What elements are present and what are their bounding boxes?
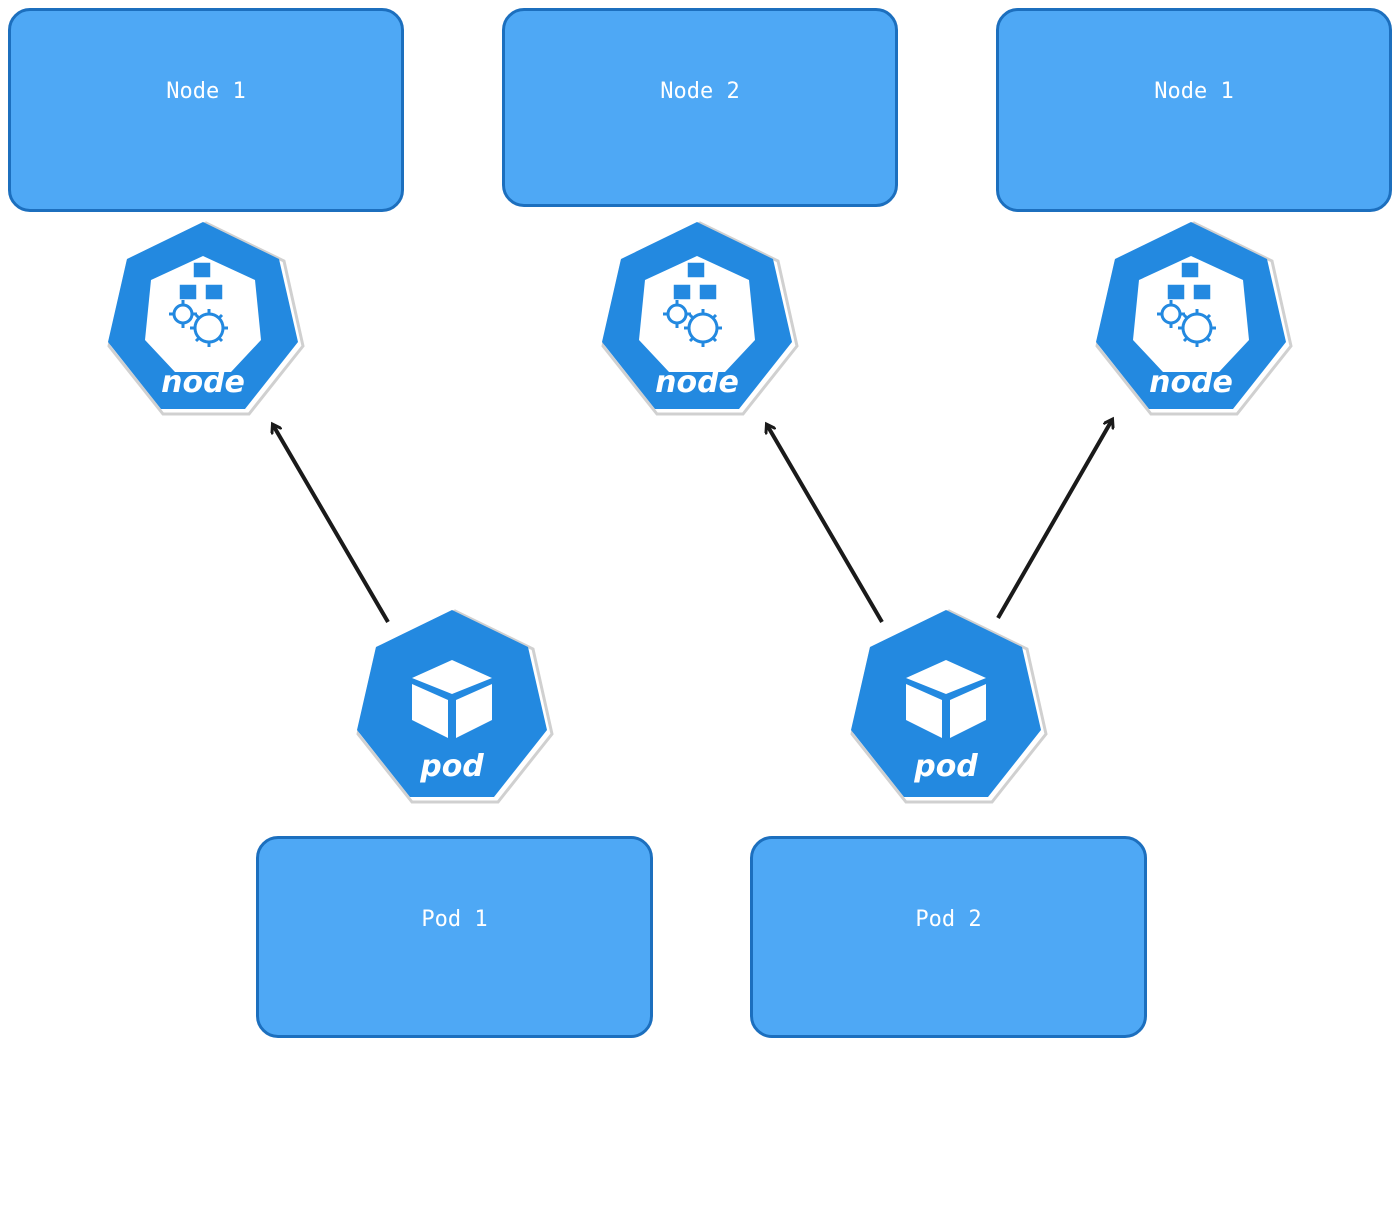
pod-icon: pod bbox=[849, 608, 1048, 804]
pod-icon-label: pod bbox=[419, 749, 484, 784]
node-label-heading: Label: bbox=[166, 493, 246, 519]
pod-line bbox=[753, 989, 1144, 1017]
node-taint-heading: Taint: bbox=[166, 244, 246, 270]
node-line bbox=[11, 161, 401, 189]
pod-2-info-box: Pod 2 Toleration: contaminado: anopheles bbox=[750, 836, 1147, 1181]
node-taint-value: contaminado: anopheles bbox=[1048, 327, 1340, 353]
pod-toleration-heading: Toleration: bbox=[875, 1072, 1022, 1098]
pod-line bbox=[259, 989, 650, 1017]
node-icon-label: node bbox=[655, 365, 739, 400]
node-line bbox=[999, 161, 1389, 189]
pod-title: Pod 1 bbox=[421, 907, 488, 933]
pod-icon-label: pod bbox=[913, 749, 978, 784]
node-line bbox=[11, 409, 401, 437]
node-line bbox=[999, 409, 1389, 437]
node-label-heading: Label: bbox=[1154, 493, 1234, 519]
node-title: Node 1 bbox=[166, 79, 246, 105]
pod-toleration-value: contaminado: aedes_aegypti bbox=[282, 1155, 627, 1181]
node-taint-value: contaminado: aedes_aegypti bbox=[33, 327, 379, 353]
node-icon: node bbox=[600, 220, 799, 416]
node-label-value: Mosquito=AedesAegypti bbox=[66, 575, 346, 601]
node-2-info-box: Node 2 bbox=[502, 8, 898, 207]
pod-title: Pod 2 bbox=[915, 907, 982, 933]
node-label-value: Mosquito=Anopheles bbox=[1074, 575, 1314, 601]
pod-toleration-value: contaminado: anopheles bbox=[802, 1155, 1095, 1181]
pod-toleration-heading: Toleration: bbox=[381, 1072, 528, 1098]
node-title: Node 2 bbox=[660, 79, 740, 105]
arrow-pod2-to-node2 bbox=[767, 425, 884, 624]
pod-icon: pod bbox=[355, 608, 554, 804]
node-1-info-box: Node 1 Taint: contaminado: aedes_aegypti… bbox=[8, 8, 404, 601]
node-1b-info-box: Node 1 Taint: contaminado: anopheles Lab… bbox=[996, 8, 1392, 601]
node-taint-heading: Taint: bbox=[1154, 244, 1234, 270]
pod-1-info-box: Pod 1 Toleration: contaminado: aedes_aeg… bbox=[256, 836, 653, 1181]
node-title: Node 1 bbox=[1154, 79, 1234, 105]
